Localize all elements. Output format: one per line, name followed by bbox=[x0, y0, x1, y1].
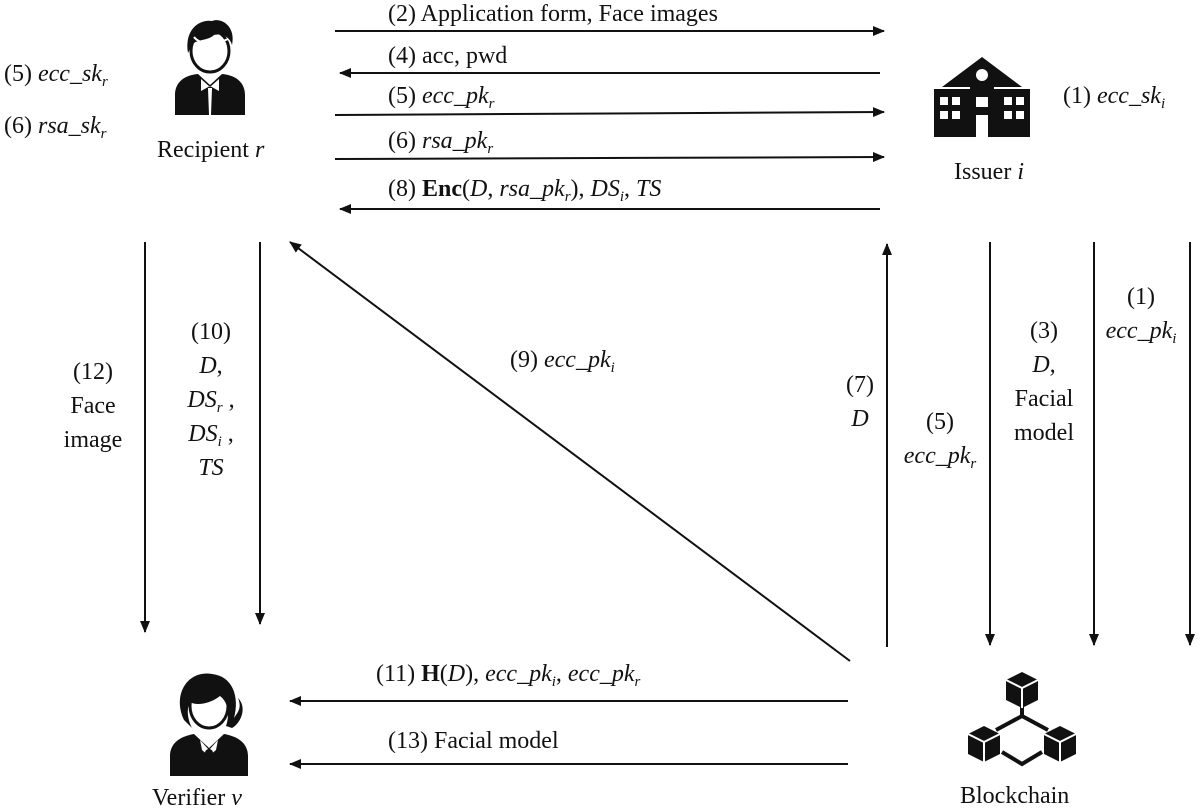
message-7-label: (7) D bbox=[846, 372, 874, 432]
issuer-key-ecc-sk: (1) ecc_ski bbox=[1063, 83, 1166, 112]
message-11-label: (11) H(D), ecc_pki, ecc_pkr bbox=[376, 661, 641, 690]
verifier-label: Verifier v bbox=[152, 785, 242, 811]
blockchain-label: Blockchain bbox=[960, 783, 1070, 809]
blockchain-cubes-icon bbox=[967, 672, 1077, 767]
male-user-icon bbox=[175, 20, 245, 115]
message-13-label: (13) Facial model bbox=[388, 728, 559, 754]
message-4-label: (4) acc, pwd bbox=[388, 43, 508, 69]
message-3-label: (3) D, Facial model bbox=[1014, 318, 1074, 446]
arrow-m5 bbox=[334, 107, 885, 118]
arrow-m6 bbox=[334, 152, 885, 163]
message-5b-label: (5) ecc_pkr bbox=[903, 409, 977, 472]
arrow-m9 bbox=[289, 241, 851, 662]
building-icon bbox=[934, 57, 1030, 137]
recipient-key-rsa-sk: (6) rsa_skr bbox=[4, 113, 107, 142]
female-user-icon bbox=[170, 673, 248, 776]
recipient-key-ecc-sk: (5) ecc_skr bbox=[4, 61, 108, 90]
message-2-label: (2) Application form, Face images bbox=[388, 1, 718, 27]
recipient-label: Recipient r bbox=[157, 137, 265, 163]
message-8-label: (8) Enc(D, rsa_pkr), DSi, TS bbox=[388, 176, 662, 205]
issuer-label: Issuer i bbox=[954, 159, 1024, 185]
message-1-label: (1) ecc_pki bbox=[1105, 284, 1177, 347]
message-5-label: (5) ecc_pkr bbox=[388, 83, 495, 112]
message-12-label: (12) Face image bbox=[63, 359, 123, 453]
message-9-label: (9) ecc_pki bbox=[510, 347, 615, 376]
message-10-label: (10) D, DSr , DSi , TS bbox=[187, 319, 235, 481]
message-6-label: (6) rsa_pkr bbox=[388, 128, 494, 157]
